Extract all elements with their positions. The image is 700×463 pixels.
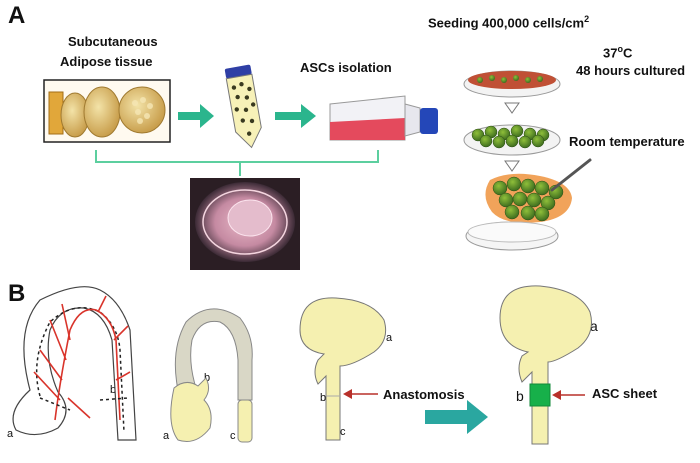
seeding-dish (463, 70, 561, 98)
room-temperature-label: Room temperature (569, 134, 685, 149)
part-label-a-1: a (7, 428, 14, 440)
part-label-b-3: b (320, 392, 327, 404)
panel-a-letter: A (8, 2, 26, 29)
adipose-tissue-image (43, 79, 171, 143)
cultured-label: 48 hours cultured (576, 63, 686, 78)
part-label-c-2: c (230, 430, 236, 442)
flow-arrow-1 (178, 104, 214, 128)
anastomosis-diagram (299, 297, 387, 441)
part-label-b-4: b (516, 388, 524, 404)
part-label-a-2: a (163, 430, 170, 442)
result-arrow (425, 400, 488, 434)
anastomosis-indicator-arrow (343, 389, 378, 399)
dish-photo (190, 178, 300, 270)
tissue-label-line1: Subcutaneous (68, 34, 158, 49)
part-label-c-3: c (340, 426, 346, 438)
asc-isolation-label: ASCs isolation (300, 60, 392, 75)
seeding-label: Seeding 400,000 cells/cm2 (428, 14, 590, 31)
down-arrow-2 (504, 160, 520, 172)
anastomosis-label: Anastomosis (383, 387, 465, 402)
part-label-a-3: a (386, 332, 393, 344)
panel-b-letter: B (8, 280, 26, 307)
part-label-b-2: b (204, 372, 211, 384)
empty-dish (465, 221, 559, 251)
flow-arrow-2 (275, 104, 316, 128)
asc-sheet-label: ASC sheet (592, 386, 658, 401)
colon-anatomy-sketch (12, 286, 137, 441)
centrifuge-tube-image (224, 64, 262, 149)
cultured-dish (463, 124, 561, 156)
cell-sheet-harvest (485, 158, 592, 223)
temperature-label: 37oC (603, 44, 633, 61)
tissue-label-line2: Adipose tissue (60, 54, 153, 69)
asc-sheet-diagram (499, 285, 592, 445)
resected-segment (170, 308, 253, 443)
down-arrow-1 (504, 102, 520, 114)
culture-flask-image (329, 95, 438, 141)
asc-sheet-indicator-arrow (552, 390, 585, 400)
grouping-bracket (95, 150, 379, 176)
part-label-b-1: b (110, 384, 117, 396)
part-label-a-4: a (590, 318, 598, 334)
